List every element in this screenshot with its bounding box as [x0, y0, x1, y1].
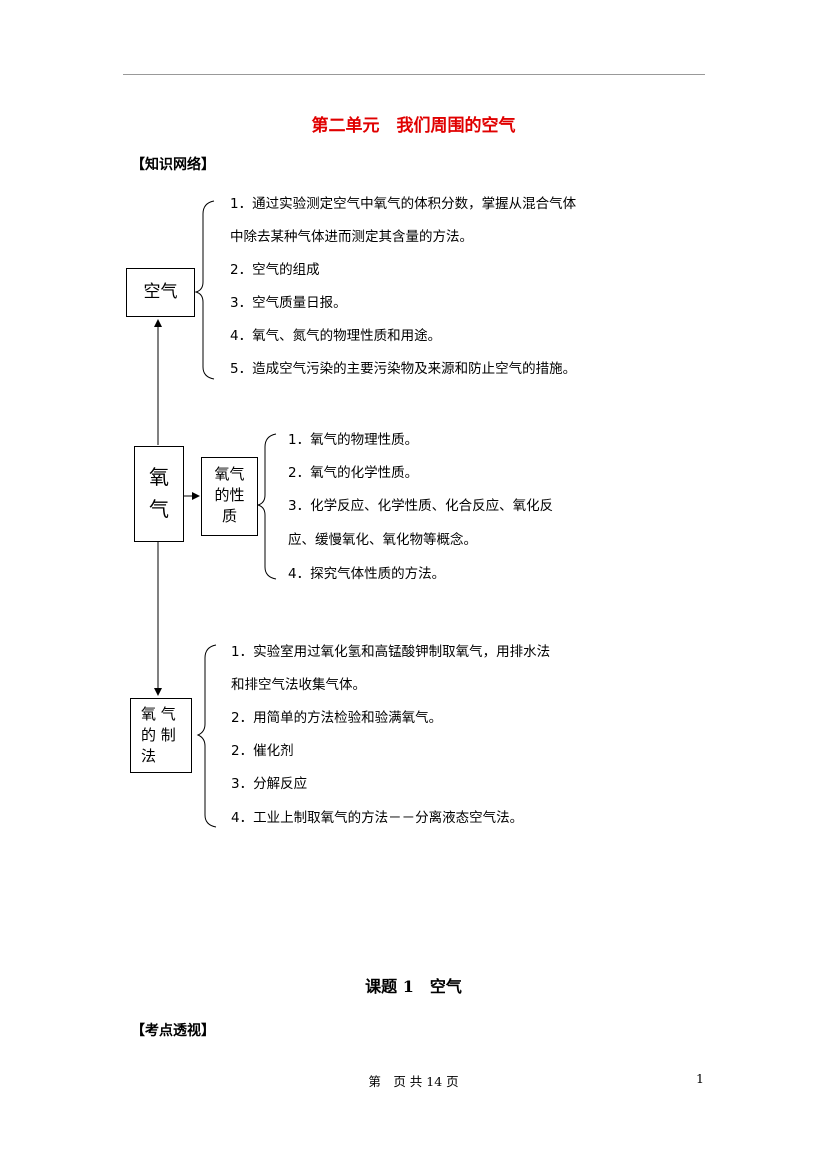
preparation-box-line-2: 的 制: [141, 726, 176, 744]
page-footer: 第 页 共 14 页: [368, 1074, 459, 1089]
properties-box-line-3: 质: [221, 507, 237, 525]
section-heading-network: 【知识网络】: [131, 157, 215, 173]
air-box-label: 空气: [143, 282, 178, 302]
preparation-item-4: 4．工业上制取氧气的方法－－分离液态空气法。: [231, 810, 524, 826]
air-box: 空气: [126, 268, 195, 317]
property-item-4: 4．探究气体性质的方法。: [288, 566, 446, 582]
brace-air: [194, 200, 215, 380]
preparation-item-3: 3．分解反应: [231, 776, 308, 792]
unit-title: 第二单元 我们周围的空气: [311, 116, 516, 136]
properties-box-line-2: 的性: [214, 486, 245, 504]
air-item-1a: 1．通过实验测定空气中氧气的体积分数，掌握从混合气体: [230, 196, 577, 212]
oxygen-box: 氧 气: [134, 446, 184, 542]
preparation-item-2b: 2．催化剂: [231, 743, 294, 759]
header-rule: [123, 74, 705, 75]
air-item-4: 4．氧气、氮气的物理性质和用途。: [230, 328, 442, 344]
air-item-2: 2．空气的组成: [230, 262, 320, 278]
property-item-3a: 3．化学反应、化学性质、化合反应、氧化反: [288, 498, 554, 514]
property-item-3b: 应、缓慢氧化、氧化物等概念。: [288, 532, 477, 548]
air-item-3: 3．空气质量日报。: [230, 295, 347, 311]
page-number: 1: [696, 1071, 704, 1086]
property-item-2: 2．氧气的化学性质。: [288, 465, 419, 481]
oxygen-box-line-2: 气: [149, 497, 169, 521]
brace-preparation: [196, 644, 217, 828]
preparation-item-1a: 1．实验室用过氧化氢和高锰酸钾制取氧气，用排水法: [231, 644, 551, 660]
preparation-box: 氧 气 的 制 法: [130, 698, 192, 773]
lesson-title: 课题 1 空气: [365, 977, 462, 996]
preparation-box-line-1: 氧 气: [141, 705, 176, 723]
section-heading-kaodian: 【考点透视】: [131, 1023, 215, 1039]
brace-properties: [256, 433, 277, 580]
properties-box-line-1: 氧气: [214, 465, 245, 483]
air-item-1b: 中除去某种气体进而测定其含量的方法。: [230, 229, 473, 245]
oxygen-box-line-1: 氧: [149, 465, 169, 489]
preparation-item-1b: 和排空气法收集气体。: [231, 677, 366, 693]
preparation-box-line-3: 法: [141, 747, 157, 765]
preparation-item-2: 2．用简单的方法检验和验满氧气。: [231, 710, 443, 726]
air-item-5: 5．造成空气污染的主要污染物及来源和防止空气的措施。: [230, 361, 577, 377]
properties-box: 氧气 的性 质: [201, 457, 258, 536]
property-item-1: 1．氧气的物理性质。: [288, 432, 419, 448]
